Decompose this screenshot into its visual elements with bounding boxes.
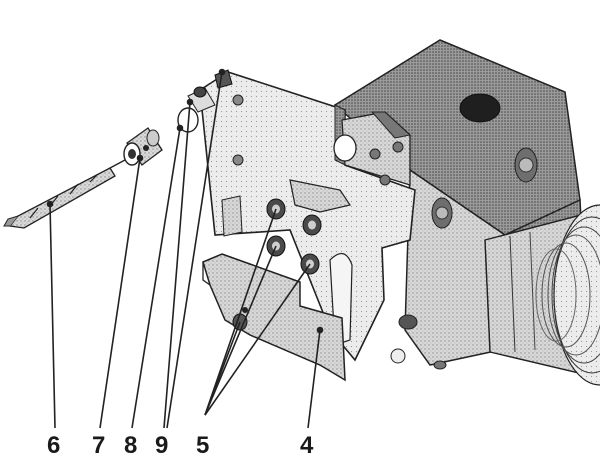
drill-bit <box>3 159 126 229</box>
callout-label-7: 7 <box>92 432 106 459</box>
reducing-sleeve <box>123 127 163 166</box>
callout-label-5: 5 <box>196 432 210 459</box>
screw-head <box>369 148 381 160</box>
turret-cap <box>459 93 501 123</box>
callout-label-4: 4 <box>300 432 314 459</box>
callout-label-6: 6 <box>47 432 61 459</box>
drive-shaft <box>484 204 600 386</box>
screw-head <box>379 174 391 186</box>
callout-label-9: 9 <box>155 432 169 459</box>
locking-nut <box>177 69 233 133</box>
screw-head <box>392 141 404 153</box>
callout-label-8: 8 <box>124 432 138 459</box>
leader-lines <box>46 68 324 429</box>
